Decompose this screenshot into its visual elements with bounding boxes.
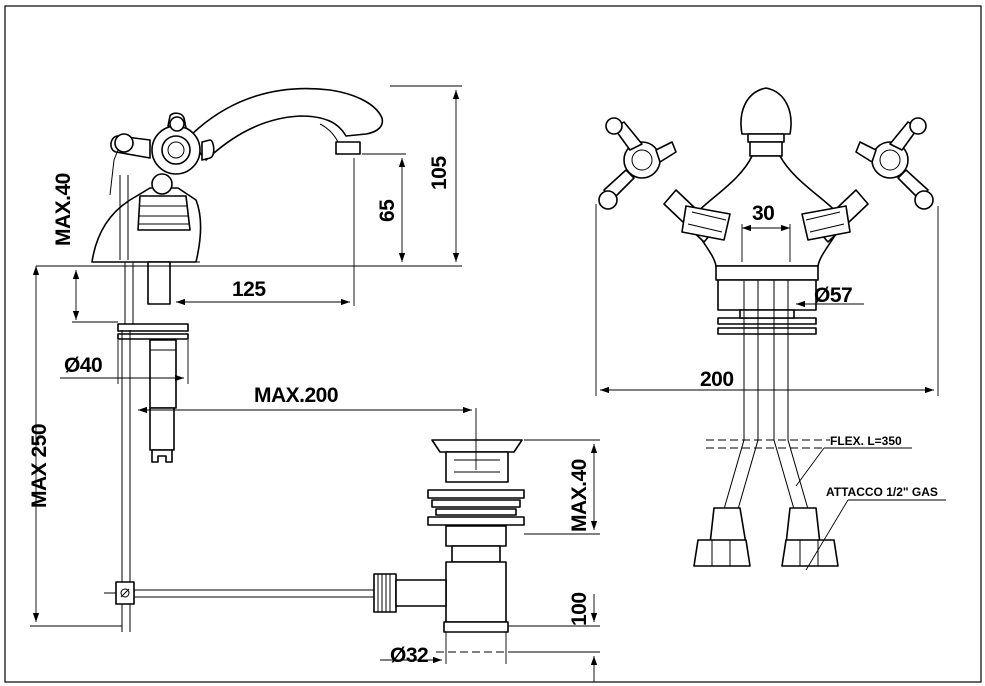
side-view-labels: MAX.40 105 65 125 Ø40 MAX.200 MAX 250 MA… [28, 156, 591, 667]
handle-right-front [801, 117, 934, 243]
aerator-side [335, 141, 361, 155]
waste-rod-nut [373, 573, 397, 613]
label-max250: MAX 250 [28, 424, 51, 508]
waste-cap [431, 439, 523, 453]
label-65: 65 [376, 199, 399, 222]
drawing-frame [4, 5, 982, 683]
label-200: 200 [700, 368, 734, 391]
spout-side [187, 87, 384, 161]
front-view-dimensions [595, 204, 946, 571]
label-30: 30 [752, 202, 774, 225]
hose-nut-left [693, 539, 751, 567]
label-100: 100 [568, 592, 591, 626]
label-max40-waste: MAX.40 [568, 459, 591, 532]
label-125: 125 [232, 278, 266, 301]
note-connection: ATTACCO 1/2" GAS [826, 485, 938, 499]
label-dia40: Ø40 [64, 354, 102, 377]
side-view-mixer [91, 87, 384, 632]
front-view-labels: 30 Ø57 200 FLEX. L=350 ATTACCO 1/2" GAS [700, 202, 938, 499]
label-dia57: Ø57 [814, 284, 852, 307]
spout-front [740, 87, 792, 135]
label-max40-deck: MAX.40 [52, 173, 75, 246]
note-flex-length: FLEX. L=350 [830, 434, 902, 448]
label-105: 105 [428, 156, 451, 190]
side-view-dimensions [30, 85, 600, 682]
pop-up-waste [373, 439, 525, 653]
handle-left-front [598, 117, 731, 243]
label-max200: MAX.200 [254, 384, 338, 407]
hose-nut-right [781, 539, 839, 567]
label-dia32: Ø32 [390, 644, 428, 667]
valve-body-side [137, 195, 191, 231]
waste-body [445, 561, 507, 623]
front-view-mixer [598, 87, 934, 567]
